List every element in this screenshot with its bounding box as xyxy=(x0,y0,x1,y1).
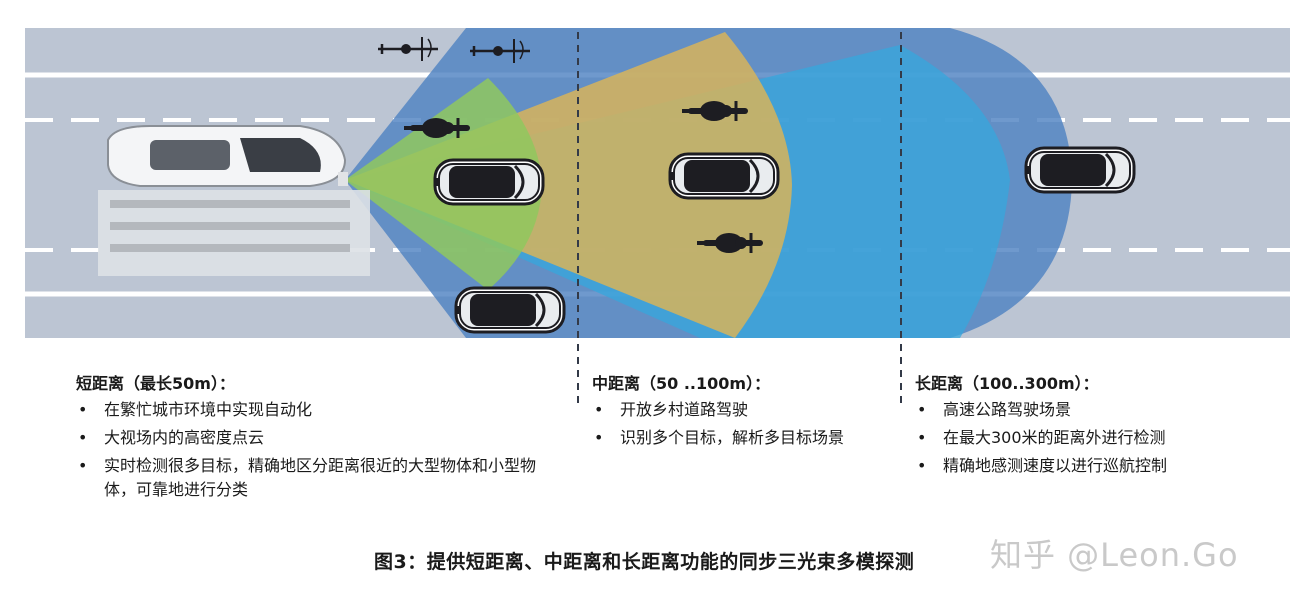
short-range-title: 短距离（最长50m）： xyxy=(76,374,235,393)
list-item: 在繁忙城市环境中实现自动化 xyxy=(76,398,536,422)
mid-range-beam xyxy=(345,32,792,338)
ego-vehicle-icon xyxy=(98,125,370,276)
list-item: 精确地感测速度以进行巡航控制 xyxy=(915,454,1255,478)
list-item: 开放乡村道路驾驶 xyxy=(592,398,862,422)
car-icon xyxy=(668,152,780,200)
watermark: 知乎 @Leon.Go xyxy=(990,536,1239,574)
mid-range-title: 中距离（50 ..100m）： xyxy=(592,374,771,393)
short-range-column: 短距离（最长50m）： 在繁忙城市环境中实现自动化 大视场内的高密度点云 实时检… xyxy=(76,372,536,506)
list-item: 大视场内的高密度点云 xyxy=(76,426,536,450)
list-item: 在最大300米的距离外进行检测 xyxy=(915,426,1255,450)
list-item: 实时检测很多目标，精确地区分距离很近的大型物体和小型物体，可靠地进行分类 xyxy=(76,454,536,502)
long-range-column: 长距离（100..300m）： 高速公路驾驶场景 在最大300米的距离外进行检测… xyxy=(915,372,1255,482)
car-icon xyxy=(1024,146,1136,194)
long-range-title: 长距离（100..300m）： xyxy=(915,374,1099,393)
figure-caption: 图3：提供短距离、中距离和长距离功能的同步三光束多模探测 xyxy=(374,551,915,573)
list-item: 识别多个目标，解析多目标场景 xyxy=(592,426,862,450)
car-icon xyxy=(454,286,566,334)
car-icon xyxy=(433,158,545,206)
list-item: 高速公路驾驶场景 xyxy=(915,398,1255,422)
mid-range-column: 中距离（50 ..100m）： 开放乡村道路驾驶 识别多个目标，解析多目标场景 xyxy=(592,372,862,454)
